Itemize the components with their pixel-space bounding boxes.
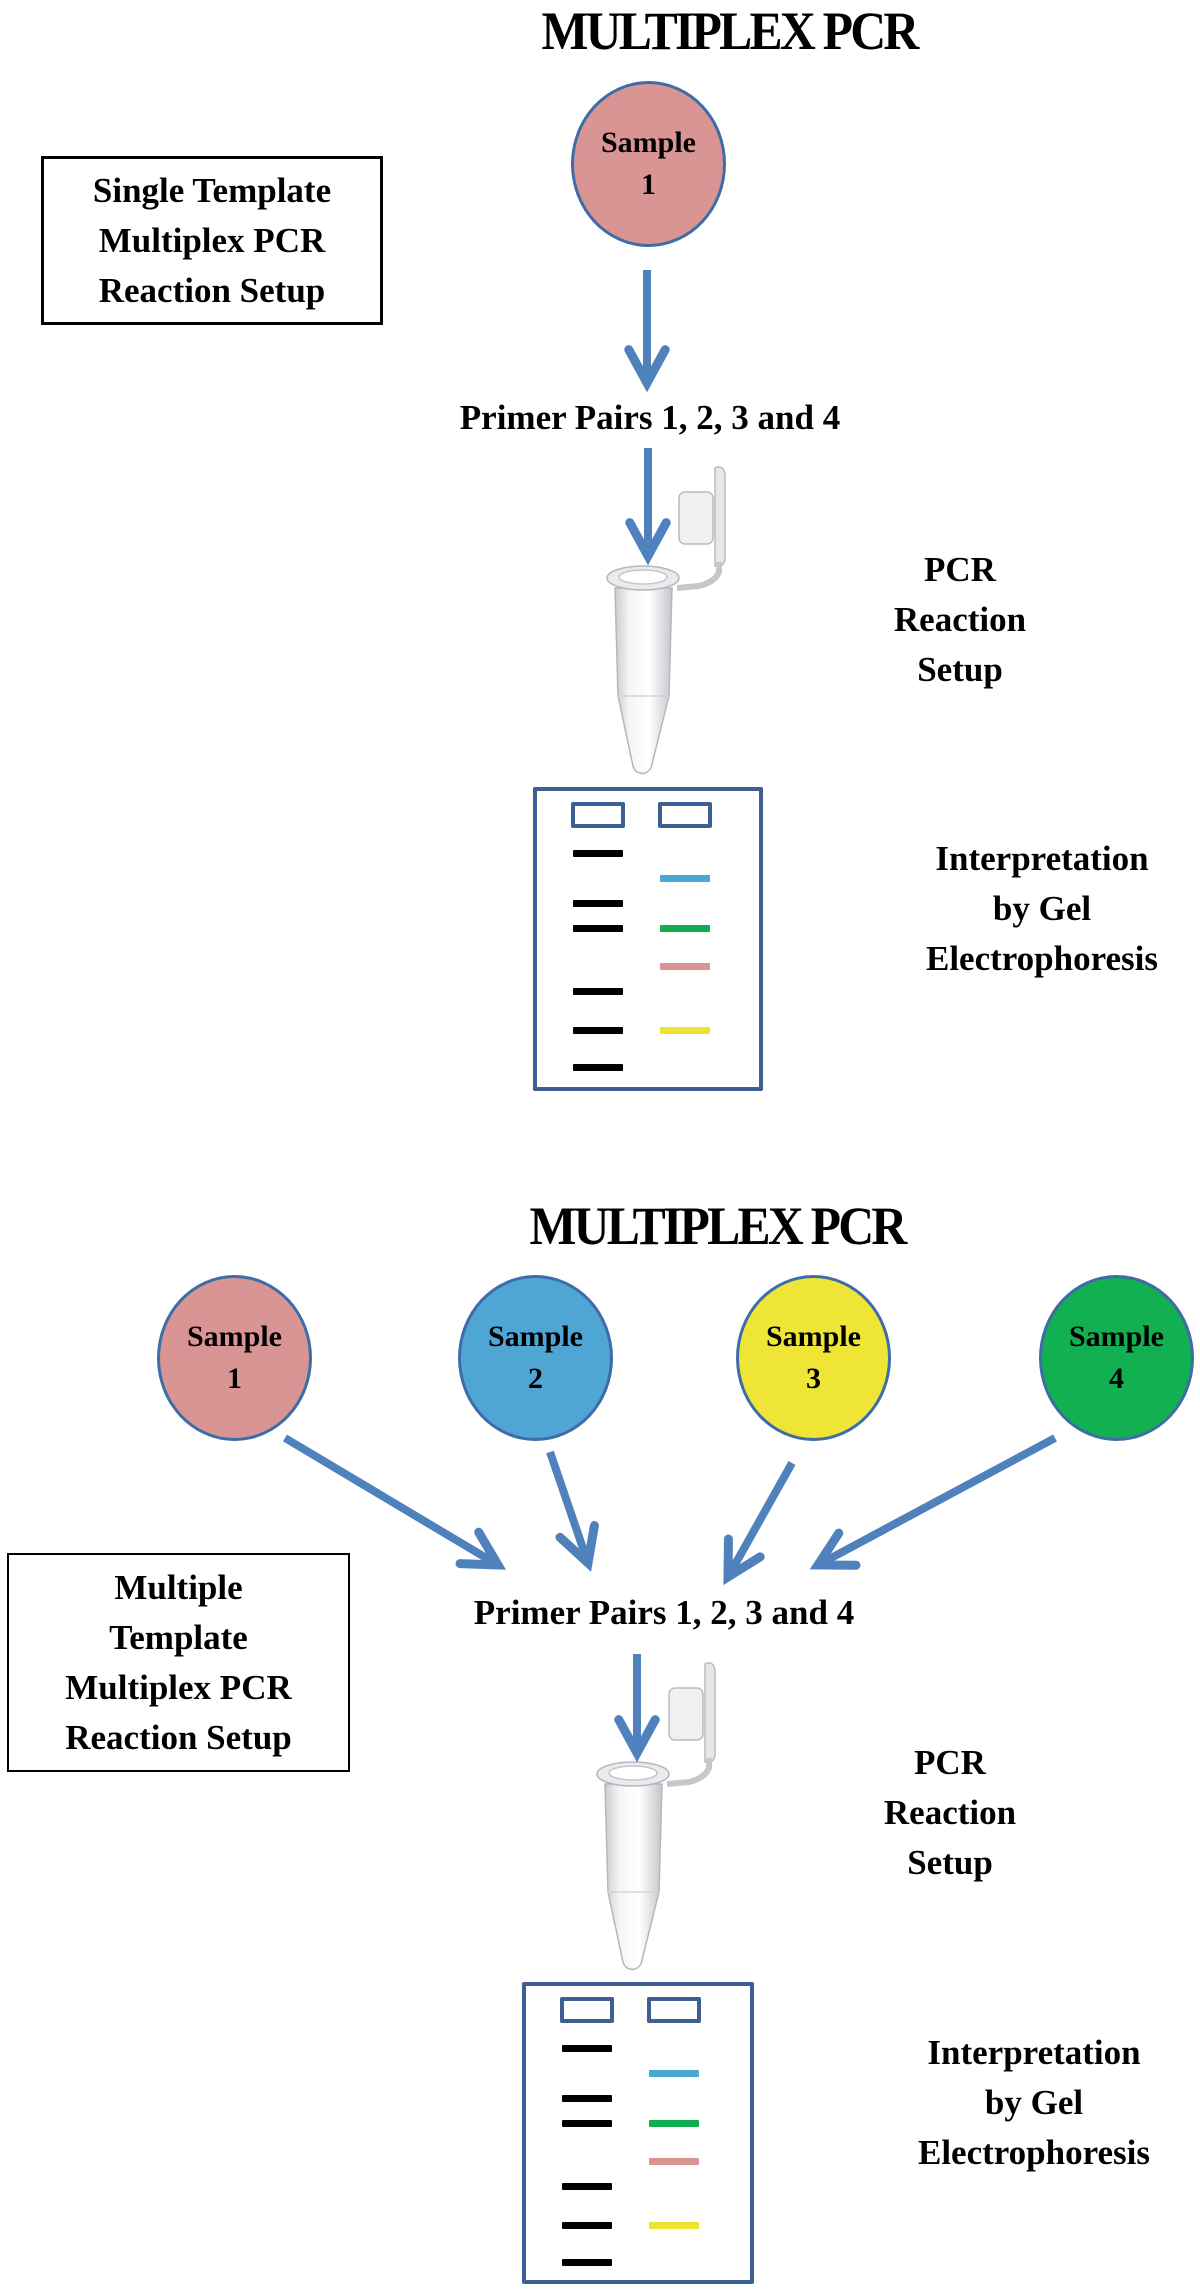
pcr-tube-icon <box>597 1663 715 1970</box>
ladder-band <box>573 900 623 907</box>
panel1-gel-label: Interpretation by Gel Electrophoresis <box>892 834 1192 984</box>
flow-arrow <box>546 1450 599 1572</box>
flow-arrow <box>614 1654 660 1763</box>
ladder-band <box>573 925 623 932</box>
sample-number: 4 <box>1109 1362 1124 1395</box>
sample-label: Sample <box>1068 1320 1164 1353</box>
gel-label-line: by Gel <box>984 2083 1084 2122</box>
ladder-band <box>562 2045 612 2052</box>
product-band-blue <box>649 2070 699 2077</box>
sample-label: Sample <box>186 1320 282 1353</box>
product-band-yellow <box>649 2222 699 2229</box>
product-band-pink <box>649 2158 699 2165</box>
product-band-green <box>649 2120 699 2127</box>
panel1-gel <box>533 787 763 1091</box>
panel2-sample-1: Sample 1 <box>157 1275 312 1441</box>
sample-number: 1 <box>641 168 656 201</box>
panel2-setup-label-box: Multiple Template Multiplex PCR Reaction… <box>7 1553 350 1772</box>
panel2-gel <box>522 1982 754 2284</box>
setup-label-line: Reaction Setup <box>65 1717 292 1757</box>
flow-arrow <box>809 1434 1057 1570</box>
pcr-label-line: PCR <box>924 550 996 589</box>
panel2-sample-4: Sample 4 <box>1039 1275 1194 1441</box>
ladder-band <box>562 2259 612 2266</box>
product-band-green <box>660 925 710 932</box>
pcr-label-line: Setup <box>917 650 1003 689</box>
sample-number: 1 <box>227 1362 242 1395</box>
flow-arrow <box>282 1434 507 1570</box>
setup-label-line: Multiplex PCR <box>98 220 326 260</box>
sample-number: 3 <box>806 1362 821 1395</box>
setup-label-line: Single Template <box>92 170 332 210</box>
setup-label-line: Reaction Setup <box>98 270 326 310</box>
gel-label-line: Electrophoresis <box>917 2133 1151 2172</box>
flow-arrow <box>624 270 670 393</box>
panel1-graphics <box>607 467 725 774</box>
panel1-sample-1: Sample 1 <box>571 81 726 247</box>
gel-label-line: by Gel <box>992 889 1092 928</box>
gel-label-line: Interpretation <box>935 839 1149 878</box>
ladder-well <box>560 1997 614 2023</box>
ladder-band <box>562 2120 612 2127</box>
ladder-band <box>573 1064 623 1071</box>
panel1-pcr-label: PCR Reaction Setup <box>810 545 1110 695</box>
product-band-pink <box>660 963 710 970</box>
setup-label-line: Multiple <box>114 1567 243 1607</box>
ladder-band <box>562 2095 612 2102</box>
panel2-sample-3: Sample 3 <box>736 1275 891 1441</box>
sample-number: 2 <box>528 1362 543 1395</box>
panel1-primer-text: Primer Pairs 1, 2, 3 and 4 <box>459 398 841 437</box>
flow-arrow <box>625 448 671 566</box>
ladder-band <box>562 2222 612 2229</box>
panel2-sample-2: Sample 2 <box>458 1275 613 1441</box>
sample-label: Sample <box>765 1320 861 1353</box>
pcr-label-line: Reaction <box>883 1793 1017 1832</box>
panel2-title: MULTIPLEX PCR <box>529 1196 908 1256</box>
sample-label: Sample <box>487 1320 583 1353</box>
flow-arrows <box>282 270 1057 1763</box>
sample-well <box>647 1997 701 2023</box>
setup-label-line: Template <box>109 1617 248 1657</box>
sample-well <box>658 802 712 828</box>
sample-label: Sample <box>600 126 696 159</box>
pcr-tube-icon <box>607 467 725 774</box>
pcr-label-line: Setup <box>907 1843 993 1882</box>
pcr-label-line: PCR <box>914 1743 986 1782</box>
panel1-title: MULTIPLEX PCR <box>541 1 920 61</box>
panel2-primer-text: Primer Pairs 1, 2, 3 and 4 <box>473 1593 855 1632</box>
panel2-gel-label: Interpretation by Gel Electrophoresis <box>884 2028 1184 2178</box>
panel2-graphics <box>597 1663 715 1970</box>
panel2-pcr-label: PCR Reaction Setup <box>800 1738 1100 1888</box>
ladder-band <box>573 850 623 857</box>
product-band-blue <box>660 875 710 882</box>
ladder-band <box>562 2183 612 2190</box>
setup-label-line: Multiplex PCR <box>65 1667 292 1707</box>
ladder-band <box>573 1027 623 1034</box>
gel-label-line: Interpretation <box>927 2033 1141 2072</box>
flow-arrow <box>723 1461 796 1586</box>
product-band-yellow <box>660 1027 710 1034</box>
pcr-label-line: Reaction <box>893 600 1027 639</box>
panel1-setup-label-box: Single Template Multiplex PCR Reaction S… <box>41 156 383 325</box>
ladder-well <box>571 802 625 828</box>
gel-label-line: Electrophoresis <box>925 939 1159 978</box>
ladder-band <box>573 988 623 995</box>
